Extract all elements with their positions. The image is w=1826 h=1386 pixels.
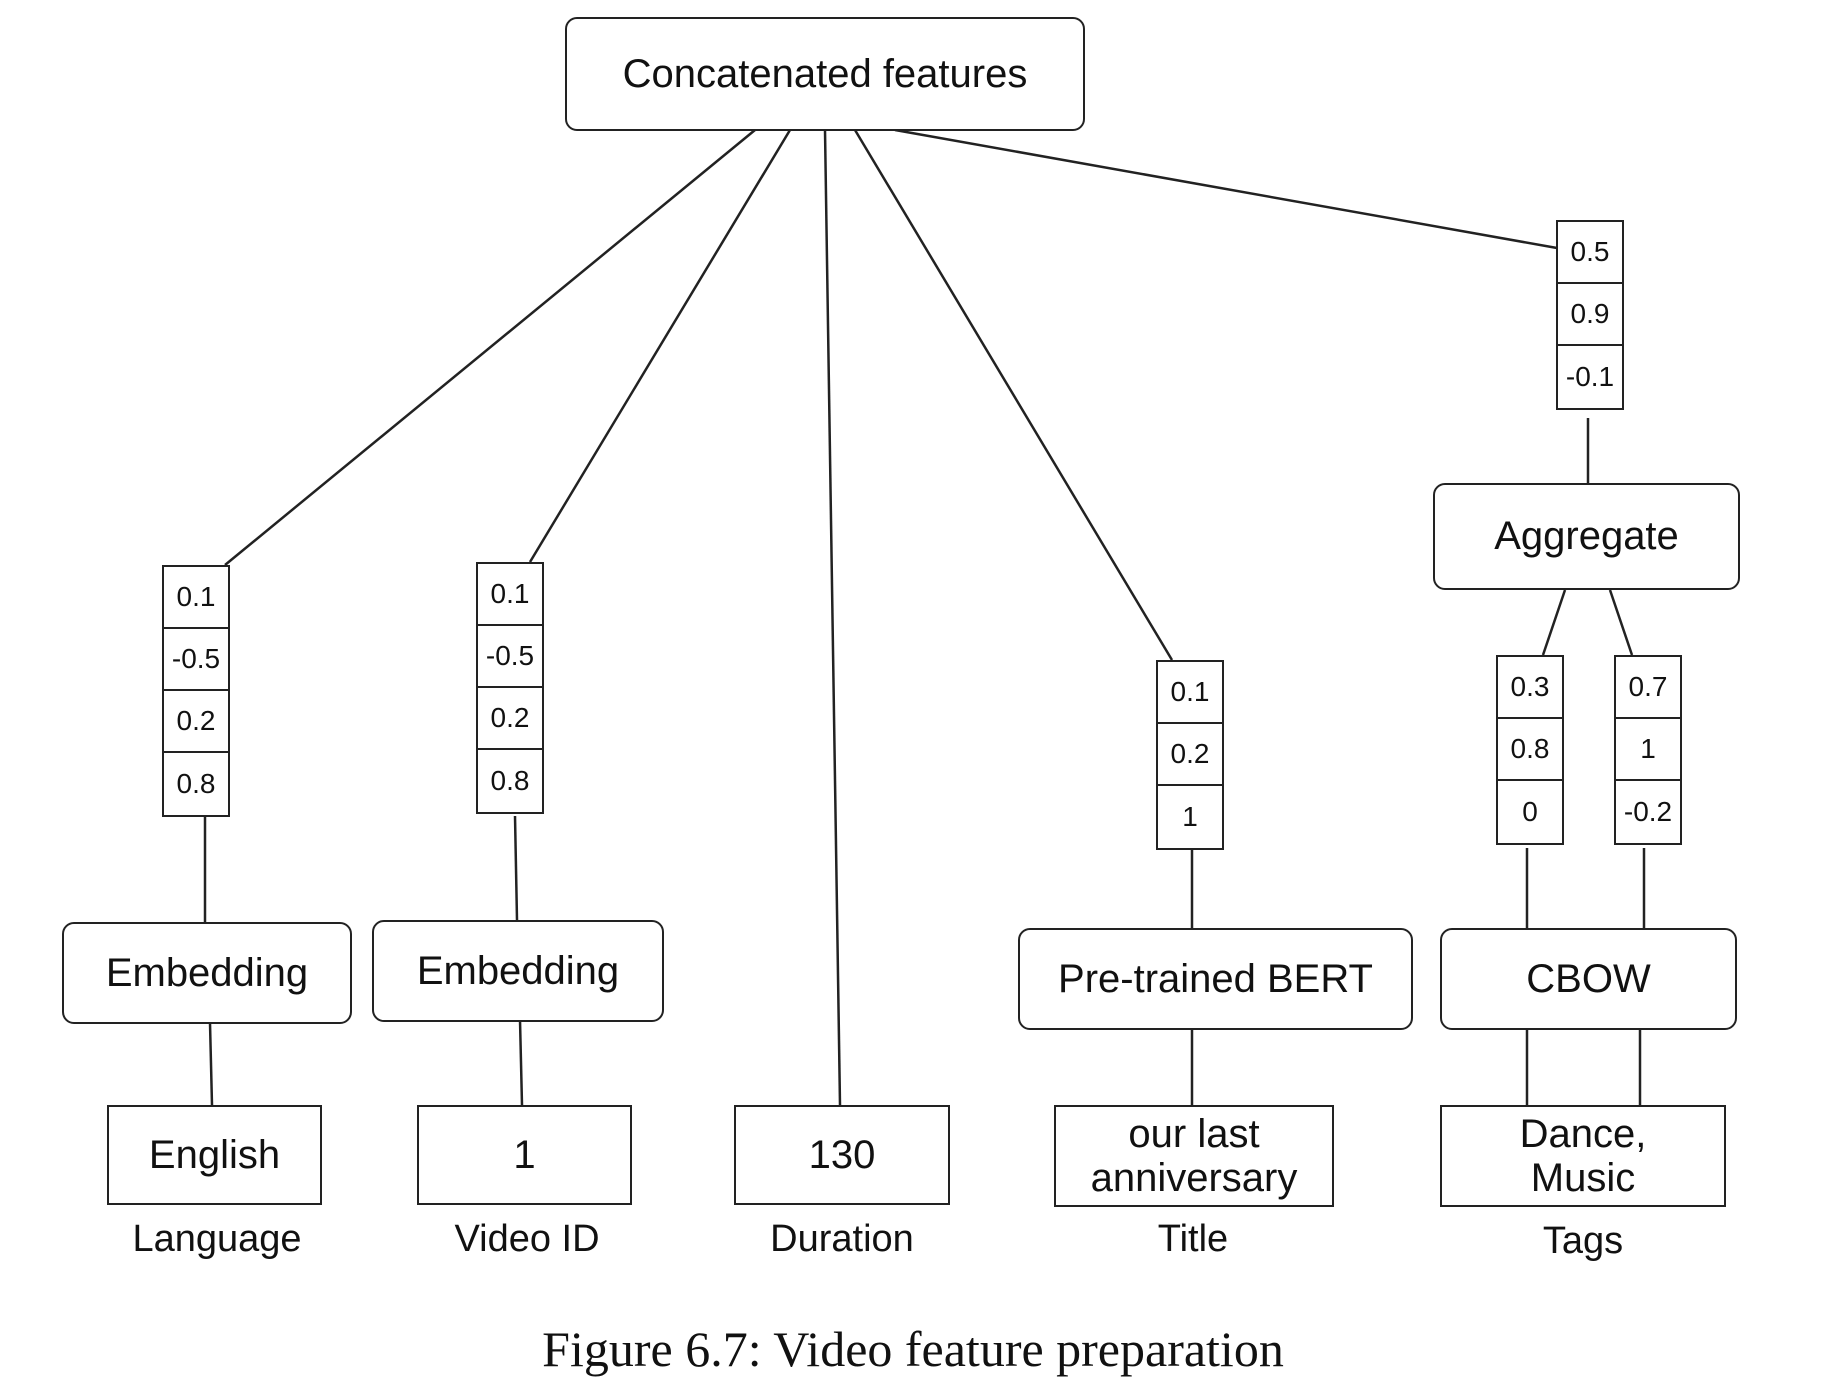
pretrained-bert-node: Pre-trained BERT xyxy=(1018,928,1413,1030)
title-feature-label: Title xyxy=(1157,1218,1229,1260)
tags-cbow-vector-left: 0.3 0.8 0 xyxy=(1496,655,1564,845)
vector-cell: 0.1 xyxy=(478,564,542,626)
vector-cell: 0.1 xyxy=(1158,662,1222,724)
title-input-node: our last anniversary xyxy=(1054,1105,1334,1207)
vector-cell: 1 xyxy=(1616,719,1680,781)
vector-cell: 0.8 xyxy=(1498,719,1562,781)
vector-cell: 0.8 xyxy=(490,765,530,796)
vector-cell: 1 xyxy=(1182,801,1198,832)
pretrained-bert-label: Pre-trained BERT xyxy=(1058,956,1373,1001)
video-id-feature-label: Video ID xyxy=(454,1218,600,1260)
duration-feature-label: Duration xyxy=(770,1218,914,1260)
figure-caption: Figure 6.7: Video feature preparation xyxy=(542,1321,1284,1377)
tags-input-node: Dance, Music xyxy=(1440,1105,1726,1207)
title-input-value: our last anniversary xyxy=(1090,1112,1298,1200)
vector-cell: 0.2 xyxy=(478,688,542,750)
vector-cell: 0.7 xyxy=(1616,657,1680,719)
language-feature-label: Language xyxy=(132,1218,302,1260)
vector-cell: 0.2 xyxy=(1158,724,1222,786)
concatenated-features-node: Concatenated features xyxy=(565,17,1085,131)
language-embedding-label: Embedding xyxy=(105,950,309,995)
language-input-node: English xyxy=(107,1105,322,1205)
vector-cell: -0.5 xyxy=(478,626,542,688)
vector-cell: -0.1 xyxy=(1565,361,1615,392)
vector-cell: 0.9 xyxy=(1558,284,1622,346)
language-input-value: English xyxy=(148,1133,281,1177)
title-bert-vector: 0.1 0.2 1 xyxy=(1156,660,1224,850)
video-id-input-value: 1 xyxy=(513,1133,536,1177)
duration-input-value: 130 xyxy=(808,1133,876,1177)
video-id-embedding-vector: 0.1 -0.5 0.2 0.8 xyxy=(476,562,544,814)
vector-cell: 0.5 xyxy=(1558,222,1622,284)
vector-cell: 0.1 xyxy=(164,567,228,629)
concatenated-features-label: Concatenated features xyxy=(622,51,1028,96)
tags-cbow-vector-right: 0.7 1 -0.2 xyxy=(1614,655,1682,845)
vector-cell: 0 xyxy=(1522,796,1538,827)
language-embedding-vector: 0.1 -0.5 0.2 0.8 xyxy=(162,565,230,817)
cbow-node: CBOW xyxy=(1440,928,1737,1030)
duration-input-node: 130 xyxy=(734,1105,950,1205)
vector-cell: -0.5 xyxy=(164,629,228,691)
video-id-embedding-node: Embedding xyxy=(372,920,664,1022)
vector-cell: 0.8 xyxy=(176,768,216,799)
language-embedding-node: Embedding xyxy=(62,922,352,1024)
vector-cell: -0.2 xyxy=(1623,796,1673,827)
video-id-embedding-label: Embedding xyxy=(416,948,620,993)
tags-feature-label: Tags xyxy=(1542,1220,1624,1262)
video-id-input-node: 1 xyxy=(417,1105,632,1205)
cbow-label: CBOW xyxy=(1526,956,1651,1001)
vector-cell: 0.2 xyxy=(164,691,228,753)
tags-aggregated-vector: 0.5 0.9 -0.1 xyxy=(1556,220,1624,410)
aggregate-label: Aggregate xyxy=(1494,514,1679,558)
vector-cell: 0.3 xyxy=(1498,657,1562,719)
tags-input-value: Dance, Music xyxy=(1519,1112,1647,1200)
aggregate-node: Aggregate xyxy=(1433,483,1740,590)
